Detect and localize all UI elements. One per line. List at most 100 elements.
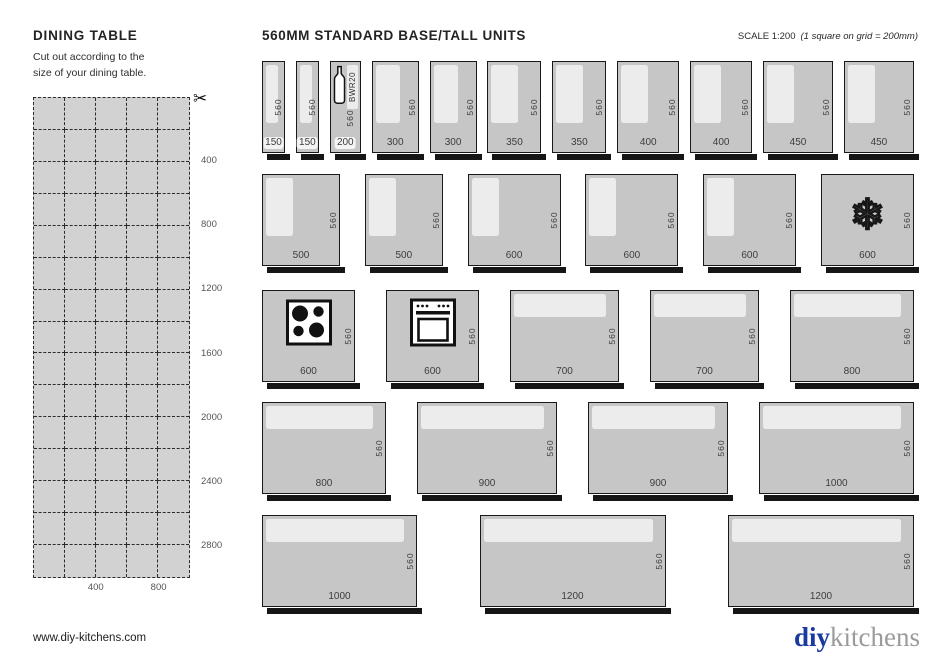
grid-cell [127, 257, 158, 290]
unit-drawer [794, 294, 901, 317]
grid-cell [34, 129, 65, 162]
dining-table-subtitle: Cut out according to the size of your di… [33, 49, 146, 82]
unit-width-label: 450 [789, 137, 807, 148]
grid-cell [65, 449, 96, 482]
grid-cell [34, 513, 65, 546]
unit-shadow [622, 154, 685, 160]
unit-width-label: 1200 [561, 591, 584, 602]
grid-cell [158, 417, 189, 450]
unit-width-label: 500 [395, 250, 413, 261]
grid-cell [158, 226, 189, 258]
unit-depth-label: 560 [607, 327, 617, 345]
grid-cell [96, 513, 127, 546]
grid-cell [34, 257, 65, 290]
grid-cell [34, 449, 65, 482]
unit-width-label: 1000 [825, 478, 848, 489]
unit-door [694, 65, 722, 123]
grid-cell [96, 257, 127, 290]
unit-depth-label: 560 [667, 98, 678, 116]
unit-shadow [376, 154, 424, 160]
unit-shadow [825, 267, 919, 273]
grid-cell [96, 193, 127, 226]
unit-width-label: 300 [386, 137, 404, 148]
unit-door [299, 65, 312, 123]
unit-shadow [708, 267, 802, 273]
grid-cell [34, 417, 65, 450]
grid-cell [34, 161, 65, 194]
grid-cell [65, 161, 96, 194]
logo-kitchens: kitchens [830, 622, 920, 652]
unit-width-label: 350 [506, 137, 523, 148]
grid-cell [158, 194, 189, 226]
unit-width-label: 600 [859, 250, 876, 261]
unit-width-label: 800 [315, 478, 333, 489]
unit-depth-label: 560 [653, 552, 664, 570]
unit-shadow [267, 495, 391, 501]
grid-cell [127, 353, 158, 386]
unit-width-label: 150 [297, 137, 318, 149]
unit-150-door: 560 150 [262, 61, 290, 160]
unit-shadow [369, 267, 448, 273]
grid-side-label: 1600 [201, 347, 223, 359]
unit-depth-label: 560 [374, 439, 384, 457]
unit-shadow [695, 154, 758, 160]
unit-depth-label: 560 [405, 552, 415, 570]
subtitle-line-2: size of your dining table. [33, 67, 147, 80]
grid-cell [96, 225, 127, 258]
grid-cell [34, 353, 65, 386]
grid-cell [96, 98, 127, 130]
grid-cell [96, 129, 127, 162]
unit-width-label: 800 [843, 366, 861, 377]
unit-shadow [764, 495, 919, 501]
unit-800-drawer: 560 800 [262, 402, 391, 501]
unit-shadow [484, 608, 671, 614]
grid-cell [158, 322, 189, 354]
grid-cell [65, 225, 96, 258]
unit-shadow [795, 383, 919, 389]
unit-shadow [267, 154, 290, 160]
unit-width-label: 450 [870, 137, 888, 148]
grid-side-label: 2000 [201, 411, 223, 423]
unit-450-door: 560 450 [843, 61, 919, 160]
grid-bottom-label: 800 [150, 582, 167, 593]
unit-drawer [266, 406, 373, 429]
grid-cell [158, 385, 189, 418]
unit-width-label: 150 [263, 137, 284, 149]
website-url: www.diy-kitchens.com [33, 632, 147, 644]
unit-drawer [483, 519, 653, 542]
unit-depth-label: 560 [747, 327, 757, 345]
grid-cell [127, 449, 158, 482]
unit-door [847, 65, 875, 123]
grid-cell [65, 98, 96, 130]
grid-cell [34, 225, 65, 258]
oven-icon [409, 298, 456, 352]
grid-cell [34, 289, 65, 322]
unit-shadow [434, 154, 482, 160]
unit-door [707, 178, 735, 236]
grid-cell [96, 353, 127, 386]
grid-cell [158, 258, 189, 290]
grid-cell [158, 449, 189, 482]
grid-cell [158, 290, 189, 322]
grid-cell [127, 193, 158, 226]
dining-table-title: DINING TABLE [33, 28, 138, 43]
diy-kitchens-logo: diykitchens [794, 622, 920, 653]
unit-depth-label: 560 [901, 98, 912, 116]
unit-drawer [514, 294, 606, 317]
unit-depth-label: 560 [273, 98, 283, 116]
unit-depth-label: 560 [343, 327, 353, 345]
unit-width-label: 900 [649, 478, 667, 489]
unit-width-label: 900 [478, 478, 496, 489]
